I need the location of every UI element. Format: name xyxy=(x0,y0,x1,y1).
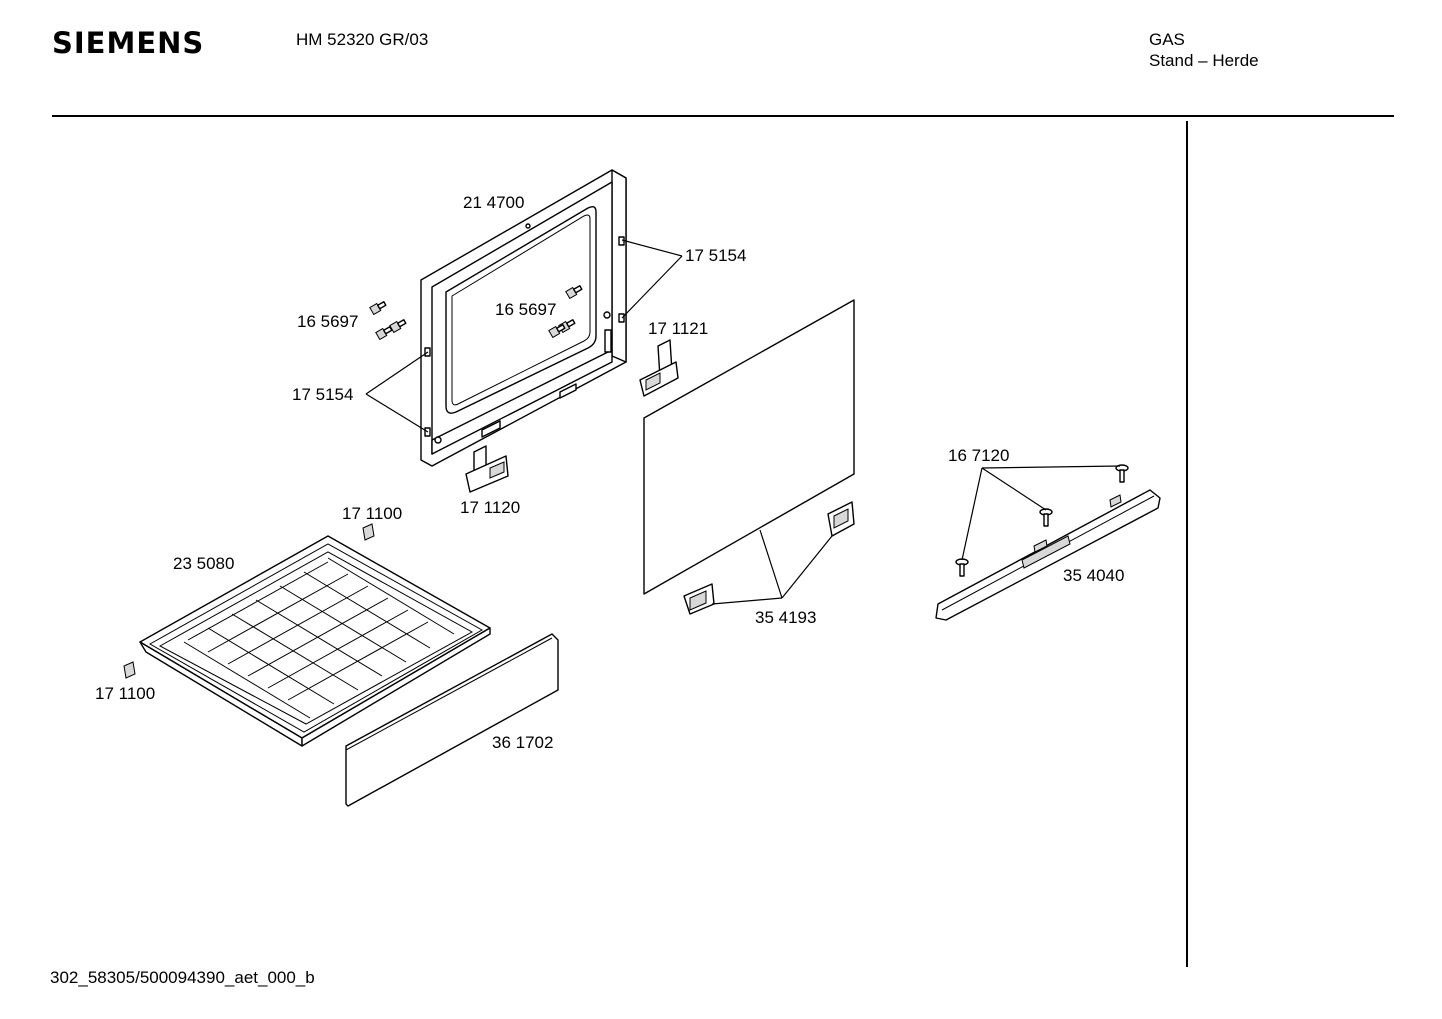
appliance-category: Stand – Herde xyxy=(1149,51,1259,70)
label-361702: 36 1702 xyxy=(492,733,553,752)
label-171100-bottom: 17 1100 xyxy=(95,684,155,703)
document-id: 302_58305/500094390_aet_000_b xyxy=(50,968,315,987)
glass-panel-part xyxy=(643,299,855,595)
door-frame-part xyxy=(420,169,627,467)
label-171100-top: 17 1100 xyxy=(342,504,402,523)
label-165697-left: 16 5697 xyxy=(297,312,358,331)
label-167120: 16 7120 xyxy=(948,446,1009,465)
sidebar-divider xyxy=(1186,121,1188,967)
label-171121: 17 1121 xyxy=(648,319,708,338)
label-165697-inner: 16 5697 xyxy=(495,300,556,319)
appliance-type: GAS xyxy=(1149,30,1185,49)
label-171120: 17 1120 xyxy=(460,498,520,517)
label-175154-left: 17 5154 xyxy=(292,385,353,404)
clip-parts-354193 xyxy=(683,501,855,615)
hinge-part-171121 xyxy=(639,339,679,397)
hinge-part-171120 xyxy=(465,445,509,493)
clip-part-171100-bottom xyxy=(123,661,136,679)
clip-part-171100-top xyxy=(362,523,375,541)
screw-parts-inner xyxy=(548,285,583,339)
tray-grid-pattern xyxy=(183,557,455,719)
drawer-front-part xyxy=(345,633,559,807)
screw-parts-left xyxy=(369,301,407,341)
handle-part xyxy=(935,489,1161,621)
screw-parts-167120 xyxy=(955,464,1129,577)
label-354040: 35 4040 xyxy=(1063,566,1124,585)
baking-tray-part xyxy=(139,535,491,747)
leader-lines xyxy=(365,239,1121,605)
label-175154-right: 17 5154 xyxy=(685,246,746,265)
label-354193: 35 4193 xyxy=(755,608,816,627)
label-235080: 23 5080 xyxy=(173,554,234,573)
brand-logo: SIEMENS xyxy=(52,26,205,60)
label-214700: 21 4700 xyxy=(463,193,524,212)
header-divider xyxy=(52,115,1394,117)
model-number: HM 52320 GR/03 xyxy=(296,30,429,49)
